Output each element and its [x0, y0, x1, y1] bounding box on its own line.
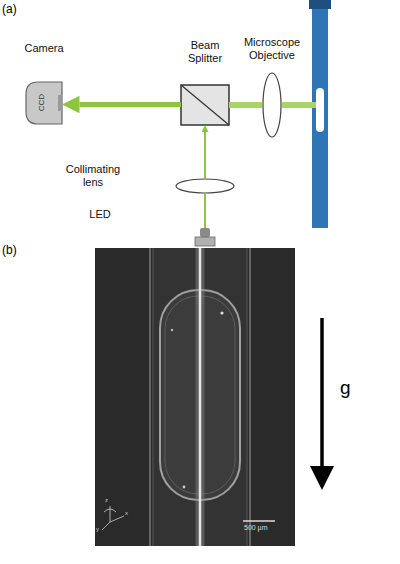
light-path [204, 194, 206, 228]
component-label: LED [83, 208, 117, 221]
led-source: LED [195, 228, 215, 246]
bubble-window [316, 88, 324, 132]
bubble-photo [95, 248, 295, 546]
beam-splitter: Beam Splitter [181, 85, 229, 125]
light-path [80, 102, 182, 107]
component-label: Camera [12, 42, 76, 55]
component-label: Beam Splitter [175, 39, 235, 64]
component-label: Microscope Objective [234, 36, 310, 61]
gravity-label: g [340, 378, 351, 399]
led-source-outline [195, 228, 215, 246]
microscope-objective-outline [262, 72, 282, 138]
panel-label: (b) [2, 244, 17, 257]
axis-triad [102, 506, 124, 530]
capillary-tube [312, 0, 328, 228]
light-path [204, 132, 206, 178]
beam-splitter-outline [181, 85, 229, 125]
component-label: Collimating lens [57, 163, 129, 188]
tube-cap [309, 0, 331, 9]
gravity-arrow [310, 318, 334, 490]
scale-bar [243, 520, 275, 522]
scale-label: 500 µm [244, 524, 268, 532]
collimating-lens: Collimating lens [175, 178, 235, 194]
component-mark: CCD [37, 88, 46, 118]
microscope-objective: Microscope Objective [262, 72, 282, 138]
light-beam [282, 102, 316, 108]
light-path [229, 102, 262, 108]
axis-label: x [125, 510, 128, 517]
panel-label: (a) [2, 3, 17, 16]
axis-label: z [105, 497, 108, 504]
axis-label: y [96, 526, 99, 533]
collimating-lens-outline [175, 178, 235, 194]
camera: CameraCCD [26, 82, 62, 124]
